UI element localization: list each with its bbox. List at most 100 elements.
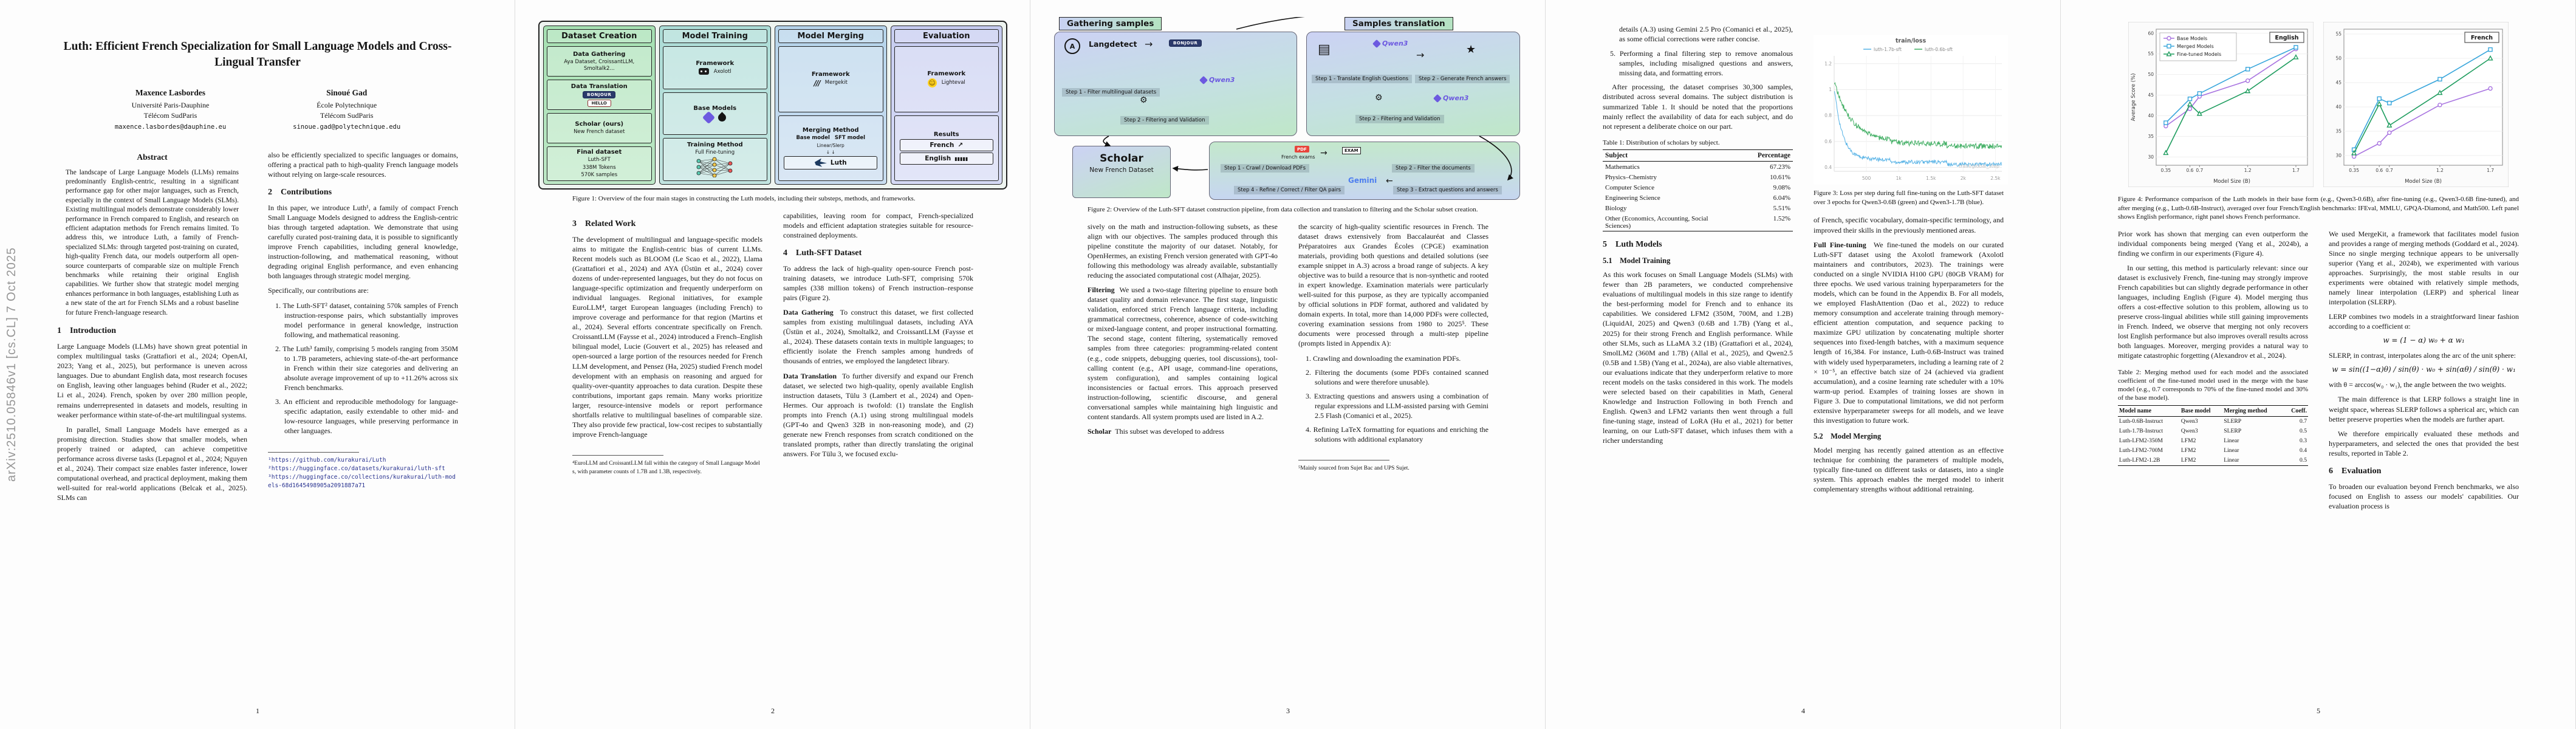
fig1-dataset-creation: Dataset Creation Data Gathering Aya Data… xyxy=(543,26,656,185)
fig1-box: Scholar (ours) New French dataset xyxy=(547,113,652,144)
fig1-col-title: Model Training xyxy=(662,29,767,43)
svg-text:Fine-tuned Models: Fine-tuned Models xyxy=(2177,52,2221,57)
fig1-box: Framework /// Mergekit xyxy=(778,46,883,112)
table-2: Model name Base model Merging method Coe… xyxy=(2118,405,2308,466)
french-exams-label: French exams xyxy=(1281,154,1315,160)
paragraph: To address the lack of high-quality open… xyxy=(783,264,973,302)
contribution-item: 1. The Luth-SFT² dataset, containing 570… xyxy=(275,301,458,339)
fig1-box-title: Training Method xyxy=(687,141,743,148)
bonjour-chip: BONJOUR xyxy=(583,91,616,98)
svg-text:30: 30 xyxy=(2335,153,2341,159)
figure-1-caption: Figure 1: Overview of the four main stag… xyxy=(572,195,916,202)
fig2-step: Step 2 - Filter the documents xyxy=(1392,164,1475,173)
paragraph: SLERP, in contrast, interpolates along t… xyxy=(2329,351,2516,360)
fig1-box-text: French xyxy=(930,142,954,149)
svg-text:luth-1.7b-sft: luth-1.7b-sft xyxy=(1874,47,1902,52)
pipeline-step-item: 1. Crawling and downloading the examinat… xyxy=(1306,354,1461,363)
arxiv-watermark: arXiv:2510.05846v1 [cs.CL] 7 Oct 2025 xyxy=(5,247,18,482)
subsection-heading-model-training: 5.1 Model Training xyxy=(1603,256,1671,265)
pipeline-step-item: 3. Extracting questions and answers usin… xyxy=(1306,391,1488,420)
cell: Mathematics xyxy=(1605,163,1640,171)
cell: 0.5 xyxy=(2300,428,2307,435)
table-1-col-subject: Subject xyxy=(1603,149,1729,162)
page-2: Dataset Creation Data Gathering Aya Data… xyxy=(515,0,1030,729)
svg-text:1.2: 1.2 xyxy=(2244,168,2252,173)
fig1-box-title: Final dataset xyxy=(577,149,622,156)
figure-2-caption: Figure 2: Overview of the Luth-SFT datas… xyxy=(1088,206,1478,213)
paragraph-text: To construct this dataset, we first coll… xyxy=(783,308,974,366)
fig1-box: Framework ☺ Lighteval xyxy=(894,46,999,112)
cell: Engineering Science xyxy=(1605,194,1660,202)
author-2: Sinoué Gad École Polytechnique Télécom S… xyxy=(293,88,400,130)
cell: Luth-LFM2-350M xyxy=(2119,437,2163,445)
pipeline-step-item: 5. Performing a final filtering step to … xyxy=(1610,49,1793,78)
svg-text:55: 55 xyxy=(2335,32,2341,37)
slerp-formula: w = sin((1−α)θ) / sin(θ) · w₀ + sin(αθ) … xyxy=(2332,365,2516,374)
pipeline-step-item: 2. Filtering the documents (some PDFs co… xyxy=(1306,368,1488,386)
svg-text:1.2: 1.2 xyxy=(2436,168,2444,173)
fig1-box-text: English xyxy=(925,155,951,163)
footnote-link-github[interactable]: ¹https://github.com/kurakurai/Luth xyxy=(268,456,386,464)
fig1-box: Data Translation BONJOUR HELLO xyxy=(547,80,652,111)
cell: 0.4 xyxy=(2300,447,2307,454)
svg-text:0.7: 0.7 xyxy=(2196,168,2203,173)
paragraph-lead: Full Fine-tuning xyxy=(1814,240,1866,249)
arrow-right-icon: → xyxy=(1416,49,1425,61)
cell: SLERP xyxy=(2224,428,2242,435)
fig2-step: Step 1 - Filter multilingual datasets xyxy=(1062,88,1160,97)
svg-text:train/loss: train/loss xyxy=(1896,38,1927,44)
fig2-translation-title: Samples translation xyxy=(1345,17,1453,30)
svg-text:45: 45 xyxy=(2335,80,2341,86)
gear-icon: ⚙ xyxy=(1375,93,1383,103)
svg-text:0.4: 0.4 xyxy=(1824,165,1832,170)
paragraph: Prior work has shown that merging can ev… xyxy=(2118,229,2308,258)
svg-text:2.5k: 2.5k xyxy=(1990,176,2001,181)
fig1-box: Framework Axolotl xyxy=(662,46,767,89)
svg-text:0.7: 0.7 xyxy=(2386,168,2393,173)
converge-arrows-icon: ↓ ↓ xyxy=(826,149,835,155)
svg-text:30: 30 xyxy=(2148,154,2154,160)
paragraph-text: We used a two-stage filtering pipeline t… xyxy=(1088,285,1278,421)
cell: LFM2 xyxy=(2180,457,2196,464)
svg-text:1.5k: 1.5k xyxy=(1926,176,1936,181)
fig1-box-text: Linear/Slerp xyxy=(817,142,844,148)
page-number: 4 xyxy=(1801,707,1805,715)
author-1: Maxence Lasbordes Université Paris-Dauph… xyxy=(115,88,226,130)
paragraph: Full Fine-tuning We fine-tuned the model… xyxy=(1814,240,2004,425)
page-2-right-column: capabilities, leaving room for compact, … xyxy=(783,211,973,477)
fig2-step: Step 2 - Generate French answers xyxy=(1415,75,1510,83)
svg-text:0.35: 0.35 xyxy=(2349,168,2359,173)
svg-text:40: 40 xyxy=(2148,113,2154,118)
table-row: Other (Economics, Accounting, Social Sci… xyxy=(1603,213,1793,231)
cell: 9.08% xyxy=(1773,183,1790,191)
page-number: 1 xyxy=(256,707,259,715)
figure-3-caption: Figure 3: Loss per step during full fine… xyxy=(1814,190,2004,206)
cell: Physics–Chemistry xyxy=(1605,173,1657,181)
footnote-link-models[interactable]: ³https://huggingface.co/collections/kura… xyxy=(268,474,456,490)
page-number: 2 xyxy=(771,707,775,715)
lerp-formula: w = (1 − α) w₀ + α w₁ xyxy=(2383,336,2465,345)
author-email-link[interactable]: sinoue.gad@polytechnique.edu xyxy=(293,123,401,131)
fig1-box: Training Method Full Fine-tuning xyxy=(662,138,767,182)
scholar-dataset-box: Scholar New French Dataset xyxy=(1072,146,1171,198)
author-email-link[interactable]: maxence.lasbordes@dauphine.eu xyxy=(114,123,227,131)
footnote-link-dataset[interactable]: ²https://huggingface.co/datasets/kurakur… xyxy=(268,465,445,472)
paragraph-lead: Scholar xyxy=(1088,427,1112,436)
cell: Luth-0.6B-Instruct xyxy=(2119,418,2163,425)
svg-text:English: English xyxy=(2275,35,2299,41)
fig2-step: Step 2 - Filtering and Validation xyxy=(1120,116,1209,125)
author-affiliation: Télécom SudParis xyxy=(320,111,374,120)
page-3-right-column: the scarcity of high-quality scientific … xyxy=(1298,222,1488,473)
section-heading-luth-sft-dataset: 4 Luth-SFT Dataset xyxy=(783,248,862,258)
luth-logo xyxy=(814,158,827,167)
fig1-box-title: Base Models xyxy=(693,105,737,112)
paragraph: LERP combines two models in a straightfo… xyxy=(2329,312,2519,331)
qwen3-logo xyxy=(702,111,715,125)
paragraph-lead: Data Translation xyxy=(783,371,837,380)
fig1-box-text: SFT model xyxy=(834,134,866,141)
page-number: 3 xyxy=(1286,707,1290,715)
